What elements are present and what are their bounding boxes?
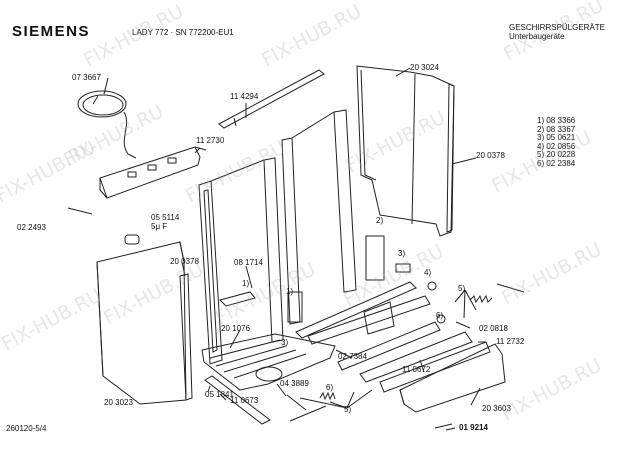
model-title: LADY 772 · SN 772200-EU1 xyxy=(132,28,234,37)
legend-item: 2) 08 3367 xyxy=(537,124,576,134)
callout-marker: 5) xyxy=(458,284,466,293)
callout-marker: 3) xyxy=(398,249,406,258)
top-strip-drawing xyxy=(218,69,325,129)
part-label: 05 5114 xyxy=(151,213,180,222)
callout-marker: 6) xyxy=(326,383,334,392)
power-cable-drawing xyxy=(77,77,137,159)
part-label: 5μ F xyxy=(151,222,168,231)
brand-logo: SIEMENS xyxy=(12,23,91,40)
top-bracket-drawing xyxy=(99,146,207,199)
part-label: 20 0378 xyxy=(170,257,199,266)
legend-item: 1) 08 3366 xyxy=(537,116,576,125)
part-label: 07 3667 xyxy=(72,73,101,82)
callout-marker: 1) xyxy=(286,287,294,296)
part-label: 20 3603 xyxy=(482,404,511,413)
back-panel-drawing xyxy=(356,65,455,237)
legend-item: 5) 20 0228 xyxy=(537,150,576,160)
part-label: 05 1841 xyxy=(205,390,234,399)
part-label: 02 7384 xyxy=(338,352,367,361)
part-label: 11 4294 xyxy=(230,92,259,101)
part-label: 11 0673 xyxy=(230,396,259,405)
callout-marker: 3) xyxy=(281,338,289,347)
part-label: 11 2732 xyxy=(496,337,525,346)
part-label: 01 9214 xyxy=(459,423,488,432)
part-label: 02 2493 xyxy=(17,223,46,232)
part-label: 08 1714 xyxy=(234,258,263,267)
legend-item: 3) 05 0621 xyxy=(537,133,576,143)
base-tray-drawing xyxy=(201,333,336,391)
callout-marker: 5) xyxy=(344,405,352,414)
subcategory-title: Unterbaugeräte xyxy=(509,32,565,41)
legend-item: 4) 02 0856 xyxy=(537,141,576,151)
callout-marker: 1) xyxy=(242,279,250,288)
part-label: 20 1076 xyxy=(221,324,250,333)
rail-drawing xyxy=(295,281,491,393)
side-panel-drawing xyxy=(96,241,187,405)
callout-marker: 4) xyxy=(424,268,432,277)
part-label: 20 3024 xyxy=(410,63,439,72)
part-label: 11 0672 xyxy=(402,365,431,374)
part-label: 11 2730 xyxy=(196,136,225,145)
callout-marker: 6) xyxy=(436,311,444,320)
plinth-drawing xyxy=(399,343,506,413)
part-label: 04 3889 xyxy=(280,379,309,388)
callout-marker: 2) xyxy=(376,216,384,225)
legend-item: 6) 02 2384 xyxy=(537,158,576,168)
drawing-number: 260120-5/4 xyxy=(6,424,47,433)
part-label: 02 0818 xyxy=(479,324,508,333)
category-title: GESCHIRRSPÜLGERÄTE xyxy=(509,23,606,32)
part-label: 20 3023 xyxy=(104,398,133,407)
legend: 1) 08 3366 2) 08 3367 3) 05 0621 4) 02 0… xyxy=(537,116,576,169)
part-label: 20 0378 xyxy=(476,151,505,160)
